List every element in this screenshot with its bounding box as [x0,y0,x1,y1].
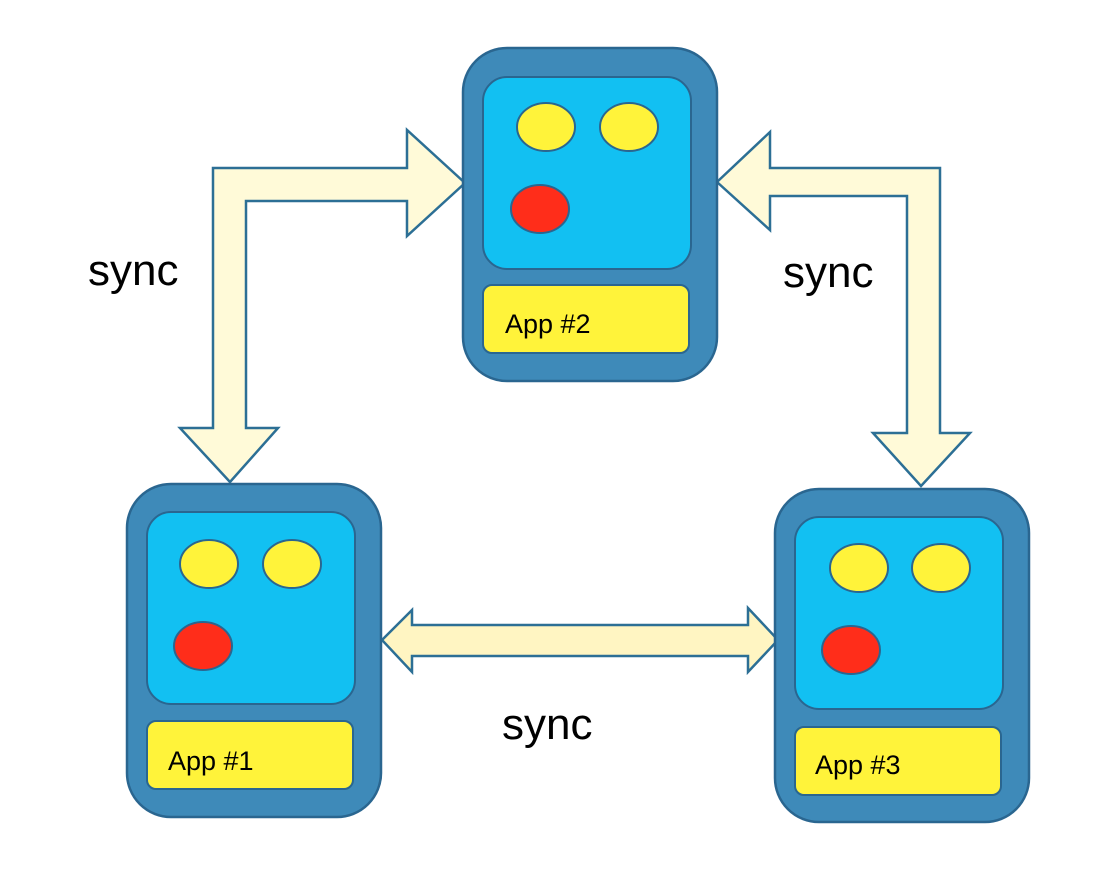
app-label-box [482,284,690,354]
sync-arrow-app2-app3 [715,129,973,488]
yellow-circle-icon [829,543,889,593]
device-screen [482,76,692,270]
sync-arrow-app1-app3 [380,604,780,676]
device-app-1: App #1 [125,482,383,819]
sync-label-left: sync [88,246,178,295]
sync-label-right: sync [783,248,873,297]
yellow-circle-icon [262,539,322,589]
red-circle-icon [173,621,233,671]
device-screen [146,511,356,705]
app-label-1: App #1 [168,746,254,776]
device-app-2: App #2 [461,46,719,383]
app-label-box [146,720,354,790]
device-screen [794,516,1004,710]
app-label-3: App #3 [815,750,901,780]
yellow-circle-icon [599,102,659,152]
sync-label-bottom: sync [502,700,592,749]
red-circle-icon [510,184,570,234]
yellow-circle-icon [516,102,576,152]
app-label-2: App #2 [505,309,591,339]
yellow-circle-icon [179,539,239,589]
app-label-box [794,726,1002,796]
red-circle-icon [821,625,881,675]
yellow-circle-icon [911,543,971,593]
sync-arrow-app1-app2 [177,127,467,484]
device-app-3: App #3 [773,487,1031,824]
